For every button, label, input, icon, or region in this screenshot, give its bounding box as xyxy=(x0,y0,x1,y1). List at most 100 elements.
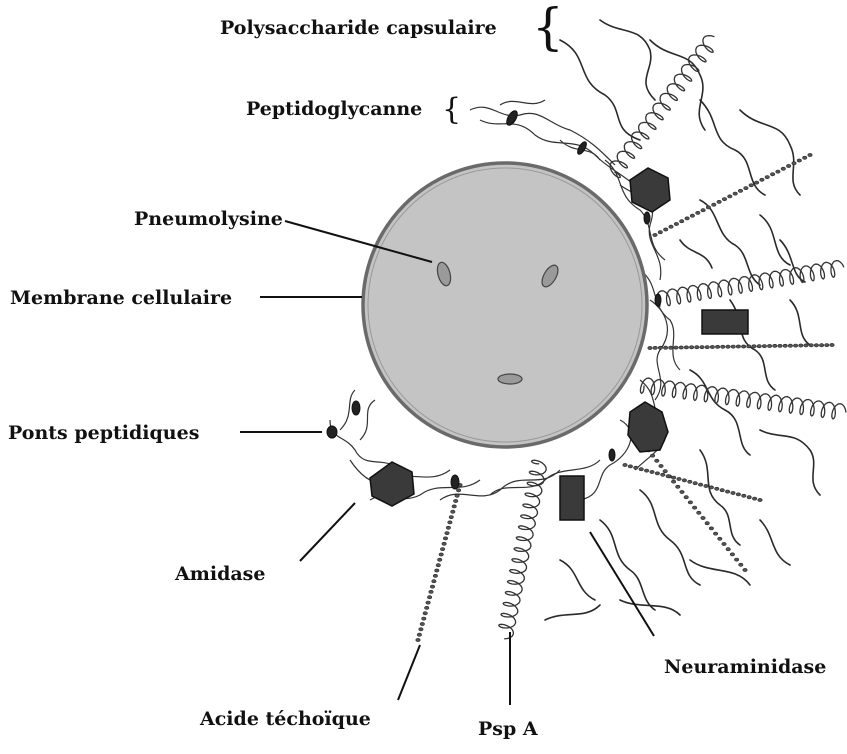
teichoic-bead xyxy=(770,173,774,176)
amidase-shape xyxy=(630,168,670,212)
teichoic-bead xyxy=(710,345,714,348)
teichoic-bead xyxy=(671,476,675,479)
teichoic-bead xyxy=(731,345,735,348)
teichoic-bead xyxy=(747,345,751,348)
teichoic-bead xyxy=(655,472,659,475)
teichoic-bead xyxy=(419,628,423,631)
teichoic-bead xyxy=(793,344,797,347)
teichoic-bead xyxy=(696,211,700,214)
teichoic-bead xyxy=(706,206,710,209)
teichoic-bead xyxy=(808,153,812,156)
teichoic-bead xyxy=(688,480,692,483)
teichoic-bead xyxy=(819,344,823,347)
teichoic-bead xyxy=(442,542,446,545)
teichoic-bead xyxy=(709,527,713,530)
teichoic-bead xyxy=(743,568,747,571)
label-neuraminidase: Neuraminidase xyxy=(664,656,826,678)
teichoic-bead xyxy=(705,522,709,525)
label-polysaccharide: Polysaccharide capsulaire xyxy=(220,17,497,39)
teichoic-bead xyxy=(684,346,688,349)
teichoic-bead xyxy=(722,198,726,201)
pspa-helix xyxy=(656,261,844,308)
label-membrane: Membrane cellulaire xyxy=(10,287,232,309)
teichoic-bead xyxy=(722,542,726,545)
teichoic-bead xyxy=(426,601,430,604)
teichoic-bead xyxy=(803,156,807,159)
teichoic-bead xyxy=(804,344,808,347)
label-pspa: Psp A xyxy=(478,718,538,740)
teichoic-bead xyxy=(623,463,627,466)
teichoic-bead xyxy=(715,345,719,348)
teichoic-bead xyxy=(677,477,681,480)
teichoic-bead xyxy=(685,217,689,220)
teichoic-bead xyxy=(747,496,751,499)
teichoic-bead xyxy=(456,489,460,492)
teichoic-bead xyxy=(730,553,734,556)
teichoic-bead xyxy=(712,203,716,206)
teichoic-bead xyxy=(721,345,725,348)
amidase-shape xyxy=(370,462,414,506)
teichoic-bead xyxy=(742,494,746,497)
teichoic-bead xyxy=(792,162,796,165)
teichoic-bead xyxy=(762,345,766,348)
teichoic-bead xyxy=(734,558,738,561)
teichoic-bead xyxy=(757,345,761,348)
teichoic-bead xyxy=(452,505,456,508)
teichoic-bead xyxy=(680,220,684,223)
label-teichoic-acid: Acide téchoïque xyxy=(200,708,371,730)
teichoic-bead xyxy=(422,617,426,620)
pspa-helix xyxy=(610,36,714,178)
teichoic-bead xyxy=(674,346,678,349)
teichoic-bead xyxy=(697,511,701,514)
teichoic-bead xyxy=(427,596,431,599)
teichoic-bead xyxy=(701,516,705,519)
teichoic-bead xyxy=(443,537,447,540)
teichoic-bead xyxy=(688,501,692,504)
teichoic-bead xyxy=(689,346,693,349)
teichoic-bead xyxy=(758,498,762,501)
teichoic-bead xyxy=(809,344,813,347)
teichoic-bead xyxy=(435,569,439,572)
teichoic-bead xyxy=(799,344,803,347)
neuraminidase-shape xyxy=(560,476,584,520)
teichoic-bead xyxy=(700,346,704,349)
peptide-bridge-marker xyxy=(327,426,337,438)
teichoic-bead xyxy=(438,558,442,561)
teichoic-bead xyxy=(680,490,684,493)
teichoic-bead xyxy=(650,454,654,457)
teichoic-bead xyxy=(692,506,696,509)
teichoic-bead xyxy=(713,532,717,535)
teichoic-bead xyxy=(440,548,444,551)
teichoic-bead xyxy=(744,187,748,190)
teichoic-bead xyxy=(663,470,667,473)
teichoic-bead xyxy=(814,344,818,347)
teichoic-bead xyxy=(658,231,662,234)
teichoic-bead xyxy=(767,344,771,347)
teichoic-bead xyxy=(725,490,729,493)
leader-amidase xyxy=(300,503,355,561)
peptide-bridge-marker xyxy=(655,294,661,306)
teichoic-bead xyxy=(664,228,668,231)
teichoic-bead xyxy=(728,195,732,198)
teichoic-bead xyxy=(786,164,790,167)
teichoic-bead xyxy=(628,465,632,468)
pspa-helix xyxy=(640,378,846,419)
teichoic-bead xyxy=(718,537,722,540)
teichoic-bead xyxy=(781,167,785,170)
teichoic-bead xyxy=(666,475,670,478)
teichoic-bead xyxy=(749,184,753,187)
teichoic-bead xyxy=(417,633,421,636)
label-amidase: Amidase xyxy=(175,563,265,585)
teichoic-bead xyxy=(715,487,719,490)
teichoic-bead xyxy=(439,553,443,556)
teichoic-bead xyxy=(705,346,709,349)
pneumolysin-granule-bottom xyxy=(498,374,522,384)
teichoic-bead xyxy=(825,344,829,347)
teichoic-bead xyxy=(658,346,662,349)
teichoic-bead xyxy=(449,516,453,519)
teichoic-bead xyxy=(430,585,434,588)
teichoic-bead xyxy=(445,532,449,535)
teichoic-bead xyxy=(778,344,782,347)
